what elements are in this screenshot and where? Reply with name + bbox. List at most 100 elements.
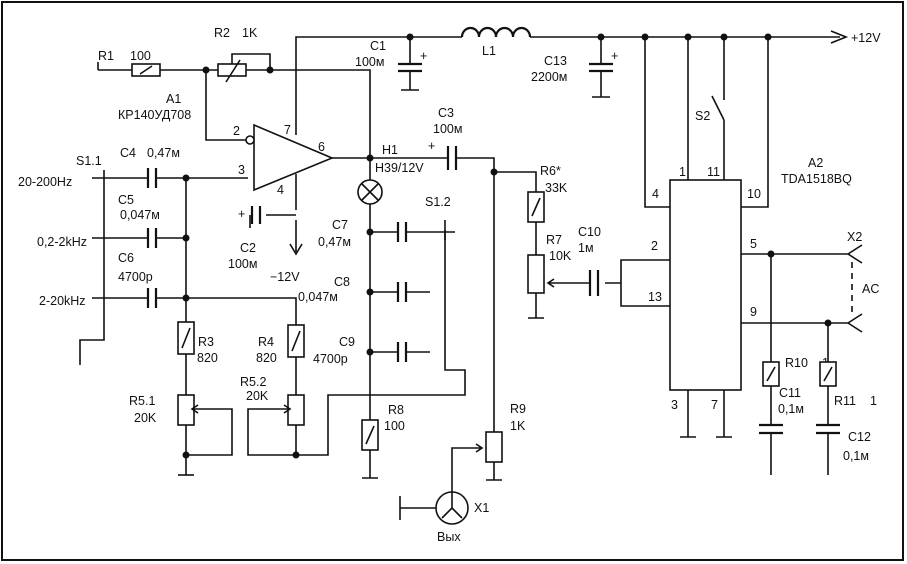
r2-ref: R2: [214, 26, 230, 40]
c3-value: 100м: [433, 122, 462, 136]
a2-input-wires: [605, 259, 670, 307]
svg-text:+: +: [238, 207, 245, 221]
a1-ref: A1: [166, 92, 181, 106]
r6-value: 33K: [545, 181, 568, 195]
capacitor-c2: +: [238, 206, 296, 228]
r7-ref: R7: [546, 233, 562, 247]
svg-text:+: +: [611, 49, 618, 63]
c11-value: 0,1м: [778, 402, 804, 416]
c9-ref: C9: [339, 335, 355, 349]
c4-ref: C4: [120, 146, 136, 160]
r11-value: 1: [870, 394, 877, 408]
amplifier-ic-a2: [669, 179, 742, 438]
r3-value: 820: [197, 351, 218, 365]
a2-pin9: 9: [750, 305, 757, 319]
c8-ref: C8: [334, 275, 350, 289]
x1-label: Вых: [437, 530, 461, 544]
inductor-l1: [460, 26, 532, 38]
resistor-r11: [819, 323, 837, 475]
supply-minus-label: −12V: [270, 270, 300, 284]
r1-value: 100: [130, 49, 151, 63]
a2-pin11: 11: [707, 165, 720, 179]
filter-caps: [366, 220, 455, 362]
c10-value: 1м: [578, 241, 594, 255]
c3-ref: C3: [438, 106, 454, 120]
a2-pin3: 3: [671, 398, 678, 412]
c5-ref: C5: [118, 193, 134, 207]
a1-pin4: 4: [277, 183, 284, 197]
c6-ref: C6: [118, 251, 134, 265]
s12-ref: S1.2: [425, 195, 451, 209]
input-feedback-wires: [97, 53, 371, 160]
a2-pin5: 5: [750, 237, 757, 251]
a2-output-wires: [741, 244, 863, 333]
resistor-r10: [762, 254, 780, 475]
c10-ref: C10: [578, 225, 601, 239]
capacitor-c1: +: [398, 37, 427, 91]
r6-ref: R6*: [540, 164, 561, 178]
range-20-200hz: 20-200Hz: [18, 175, 72, 189]
a1-pin7: 7: [284, 123, 291, 137]
a1-pin2: 2: [233, 124, 240, 138]
capacitor-c13: +: [589, 37, 618, 98]
resistor-r6: [494, 171, 545, 255]
a2-pin10: 10: [747, 187, 761, 201]
a2-pin1: 1: [679, 165, 686, 179]
s2-ref: S2: [695, 109, 710, 123]
r9-ref: R9: [510, 402, 526, 416]
r52-value: 20K: [246, 389, 269, 403]
s11-ref: S1.1: [76, 154, 102, 168]
resistor-r3: [177, 321, 233, 476]
c13-ref: C13: [544, 54, 567, 68]
c9-value: 4700р: [313, 352, 348, 366]
c12-ref: C12: [848, 430, 871, 444]
c4-value: 0,47м: [147, 146, 180, 160]
c11-ref: C11: [779, 386, 801, 400]
r1-ref: R1: [98, 49, 114, 63]
c13-value: 2200м: [531, 70, 567, 84]
resistor-r4: [247, 230, 466, 459]
range-2-20khz: 2-20kHz: [39, 294, 86, 308]
svg-text:+: +: [420, 49, 427, 63]
input-caps: [92, 168, 297, 325]
r8-value: 100: [384, 419, 405, 433]
r52-ref: R5.2: [240, 375, 266, 389]
resistor-r7: [527, 254, 590, 319]
c8-value: 0,047м: [298, 290, 338, 304]
resistor-r8: [361, 419, 379, 451]
r7-value: 10K: [549, 249, 572, 263]
a2-part: TDA1518BQ: [781, 172, 852, 186]
r4-ref: R4: [258, 335, 274, 349]
r10-ref: R10: [785, 356, 808, 370]
l1-ref: L1: [482, 44, 496, 58]
output-jack-x1: [399, 491, 469, 525]
a1-pin3: 3: [238, 163, 245, 177]
r51-value: 20K: [134, 411, 157, 425]
a1-pin6: 6: [318, 140, 325, 154]
x2-label: AC: [862, 282, 879, 296]
a2-pin7: 7: [711, 398, 718, 412]
c12-value: 0,1м: [843, 449, 869, 463]
range-02-2khz: 0,2-2kHz: [37, 235, 87, 249]
h1-value: H39/12V: [375, 161, 424, 175]
svg-text:+: +: [428, 139, 435, 153]
r9-value: 1K: [510, 419, 526, 433]
c1-ref: C1: [370, 39, 386, 53]
c2-value: 100м: [228, 257, 257, 271]
x2-ref: X2: [847, 230, 862, 244]
capacitor-c10: [588, 270, 600, 296]
c7-value: 0,47м: [318, 235, 351, 249]
r8-ref: R8: [388, 403, 404, 417]
a2-ref: A2: [808, 156, 823, 170]
capacitor-c3: +: [370, 139, 502, 481]
a2-supply-wires: [644, 37, 769, 208]
c6-value: 4700р: [118, 270, 153, 284]
c5-value: 0,047м: [120, 208, 160, 222]
c7-ref: C7: [332, 218, 348, 232]
resistor-r9: [451, 431, 503, 492]
r11-ref: R11: [834, 394, 856, 408]
a1-part: КР140УД708: [118, 108, 191, 122]
switch-s2: [711, 37, 725, 180]
